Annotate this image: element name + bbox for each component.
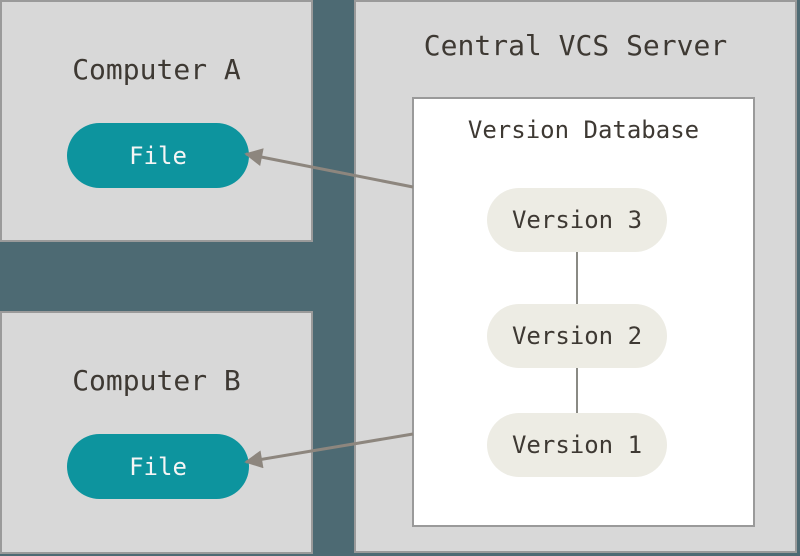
computer-b-label: Computer B <box>72 364 241 397</box>
computer-a-box: Computer A File <box>0 0 313 242</box>
computer-a-file-node: File <box>67 123 249 188</box>
central-vcs-server-label: Central VCS Server <box>423 29 728 62</box>
version-2-node: Version 2 <box>487 304 667 368</box>
version-database-label: Version Database <box>467 116 700 144</box>
version-3-node: Version 3 <box>487 188 667 252</box>
version-3-2-connector <box>576 252 578 305</box>
version-database-box: Version Database Version 3 Version 2 Ver… <box>412 97 755 527</box>
computer-b-file-node: File <box>67 434 249 499</box>
central-vcs-server-box: Central VCS Server Version Database Vers… <box>354 0 797 553</box>
computer-b-box: Computer B File <box>0 311 313 554</box>
version-2-1-connector <box>576 368 578 414</box>
version-1-node: Version 1 <box>487 413 667 477</box>
computer-a-label: Computer A <box>72 53 241 86</box>
